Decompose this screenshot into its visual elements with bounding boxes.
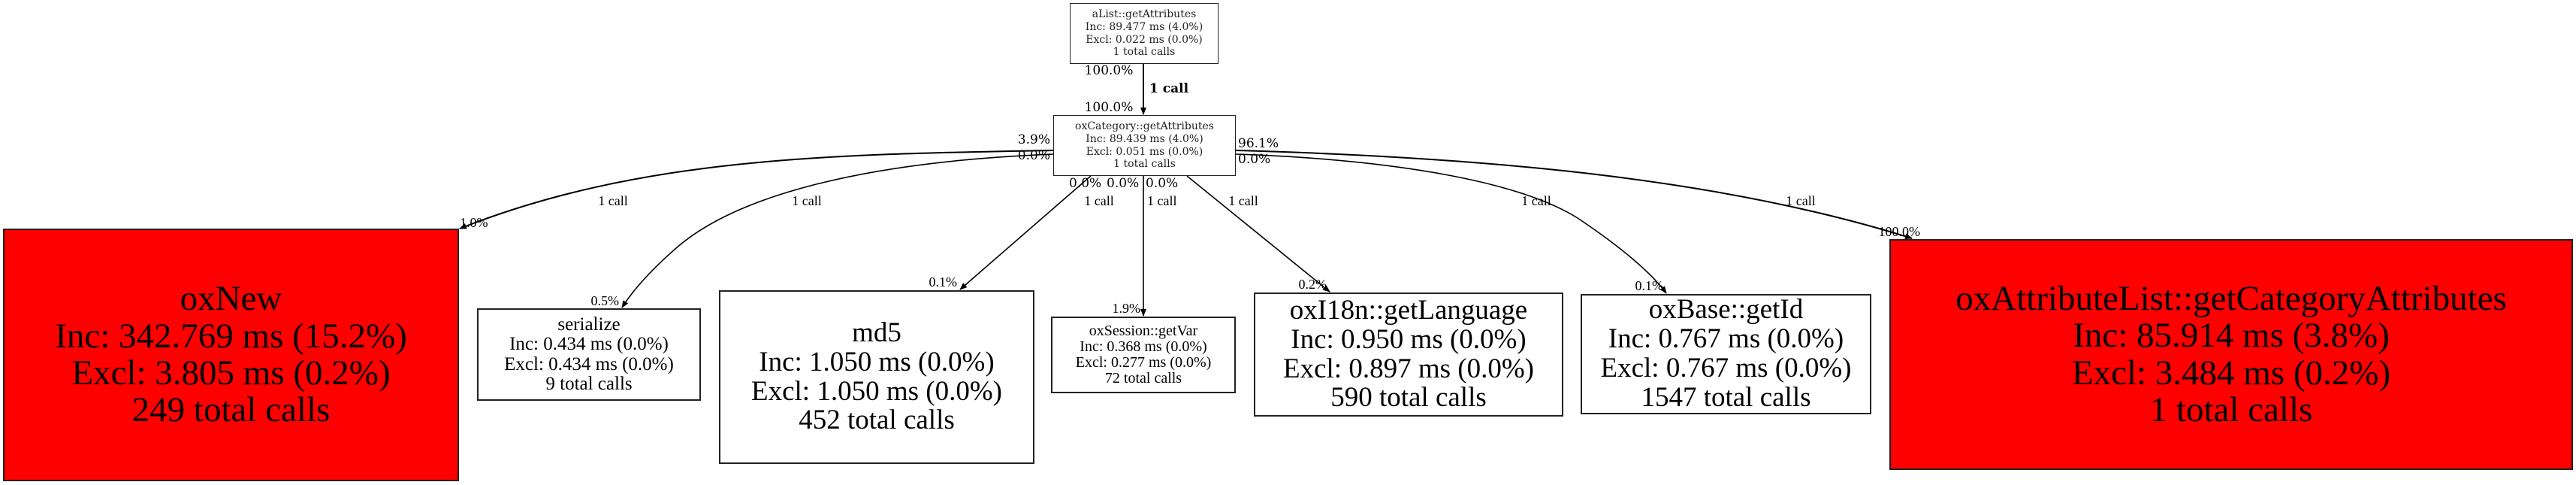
edge-category-to-attrlist	[1235, 150, 1913, 240]
node-oxattributelist-getcategoryattributes[interactable]: oxAttributeList::getCategoryAttributes I…	[1889, 239, 2573, 470]
node-oxnew[interactable]: oxNew Inc: 342.769 ms (15.2%) Excl: 3.80…	[3, 229, 459, 481]
node-name: md5	[852, 317, 901, 348]
node-name: aList::getAttributes	[1092, 8, 1197, 20]
edge-head-label: 0.5%	[591, 293, 620, 308]
node-name: oxI18n::getLanguage	[1289, 294, 1528, 326]
node-call-count: 1 total calls	[1113, 46, 1176, 59]
node-inclusive-time: Inc: 85.914 ms (3.8%)	[2073, 316, 2390, 356]
node-exclusive-time: Excl: 0.022 ms (0.0%)	[1086, 33, 1203, 46]
node-exclusive-time: Excl: 0.897 ms (0.0%)	[1283, 353, 1534, 384]
edge-tail-label: 0.0%	[1107, 176, 1139, 191]
node-inclusive-time: Inc: 89.477 ms (4.0%)	[1085, 20, 1203, 33]
edge-call-label: 1 call	[1149, 81, 1189, 96]
edge-category-to-oxnew	[459, 150, 1054, 229]
node-exclusive-time: Excl: 3.484 ms (0.2%)	[2071, 353, 2391, 393]
node-call-count: 452 total calls	[799, 405, 955, 436]
edge-call-label: 1 call	[1228, 193, 1258, 208]
edge-head-label: 100.0%	[1879, 224, 1921, 239]
node-serialize[interactable]: serialize Inc: 0.434 ms (0.0%) Excl: 0.4…	[477, 308, 701, 401]
node-name: oxSession::getVar	[1089, 323, 1198, 339]
node-inclusive-time: Inc: 0.950 ms (0.0%)	[1291, 323, 1527, 355]
node-name: oxNew	[180, 279, 282, 319]
node-inclusive-time: Inc: 0.368 ms (0.0%)	[1080, 338, 1207, 355]
node-call-count: 72 total calls	[1104, 370, 1182, 386]
node-inclusive-time: Inc: 89.439 ms (4.0%)	[1086, 132, 1203, 145]
edge-tail-label: 100.0%	[1085, 63, 1134, 78]
node-inclusive-time: Inc: 342.769 ms (15.2%)	[55, 316, 407, 356]
node-oxi18n-getlanguage[interactable]: oxI18n::getLanguage Inc: 0.950 ms (0.0%)…	[1254, 293, 1563, 417]
edge-call-label: 1 call	[1521, 193, 1551, 208]
node-call-count: 1 total calls	[1113, 158, 1176, 171]
node-alist-getattributes[interactable]: aList::getAttributes Inc: 89.477 ms (4.0…	[1070, 3, 1219, 64]
edge-head-label: 100.0%	[1085, 100, 1134, 115]
edge-head-label: 0.1%	[929, 274, 958, 289]
edge-category-to-md5	[959, 175, 1092, 290]
node-exclusive-time: Excl: 3.805 ms (0.2%)	[71, 353, 391, 393]
edge-head-label: 1.0%	[460, 215, 488, 230]
node-exclusive-time: Excl: 1.050 ms (0.0%)	[751, 375, 1002, 407]
edge-call-label: 1 call	[598, 193, 627, 208]
node-call-count: 590 total calls	[1330, 382, 1487, 414]
node-exclusive-time: Excl: 0.277 ms (0.0%)	[1075, 354, 1212, 371]
node-call-count: 9 total calls	[545, 373, 633, 394]
node-inclusive-time: Inc: 0.434 ms (0.0%)	[509, 334, 669, 355]
edge-category-to-i18n	[1186, 175, 1330, 293]
edge-call-label: 1 call	[1147, 193, 1176, 208]
edge-tail-label: 3.9%	[1018, 132, 1050, 147]
edge-tail-label: 0.0%	[1146, 176, 1178, 191]
node-name: oxAttributeList::getCategoryAttributes	[1955, 278, 2507, 318]
node-md5[interactable]: md5 Inc: 1.050 ms (0.0%) Excl: 1.050 ms …	[719, 290, 1034, 464]
node-inclusive-time: Inc: 1.050 ms (0.0%)	[759, 346, 995, 377]
node-name: oxCategory::getAttributes	[1075, 120, 1214, 132]
node-exclusive-time: Excl: 0.767 ms (0.0%)	[1600, 353, 1852, 383]
node-name: oxBase::getId	[1648, 294, 1804, 326]
node-oxcategory-getattributes[interactable]: oxCategory::getAttributes Inc: 89.439 ms…	[1053, 115, 1236, 176]
node-call-count: 249 total calls	[131, 390, 331, 430]
edge-head-label: 1.9%	[1113, 301, 1141, 316]
edge-call-label: 1 call	[1084, 193, 1113, 208]
edge-category-to-base	[1235, 153, 1667, 294]
edge-head-label: 0.1%	[1635, 278, 1664, 293]
node-exclusive-time: Excl: 0.051 ms (0.0%)	[1086, 145, 1203, 158]
node-oxbase-getid[interactable]: oxBase::getId Inc: 0.767 ms (0.0%) Excl:…	[1581, 294, 1871, 414]
node-call-count: 1 total calls	[2149, 390, 2313, 429]
node-call-count: 1547 total calls	[1641, 381, 1811, 413]
edge-tail-label: 0.0%	[1069, 176, 1101, 191]
node-oxsession-getvar[interactable]: oxSession::getVar Inc: 0.368 ms (0.0%) E…	[1051, 317, 1236, 393]
edge-tail-label: 0.0%	[1238, 152, 1270, 167]
edge-category-to-serialize	[621, 153, 1054, 308]
node-inclusive-time: Inc: 0.767 ms (0.0%)	[1608, 323, 1844, 355]
edge-call-label: 1 call	[1786, 193, 1815, 208]
edge-call-label: 1 call	[792, 193, 821, 208]
edge-head-label: 0.2%	[1299, 277, 1327, 292]
edge-tail-label: 96.1%	[1238, 136, 1279, 151]
node-exclusive-time: Excl: 0.434 ms (0.0%)	[504, 353, 674, 374]
node-name: serialize	[557, 314, 621, 335]
edge-tail-label: 0.0%	[1018, 148, 1050, 163]
